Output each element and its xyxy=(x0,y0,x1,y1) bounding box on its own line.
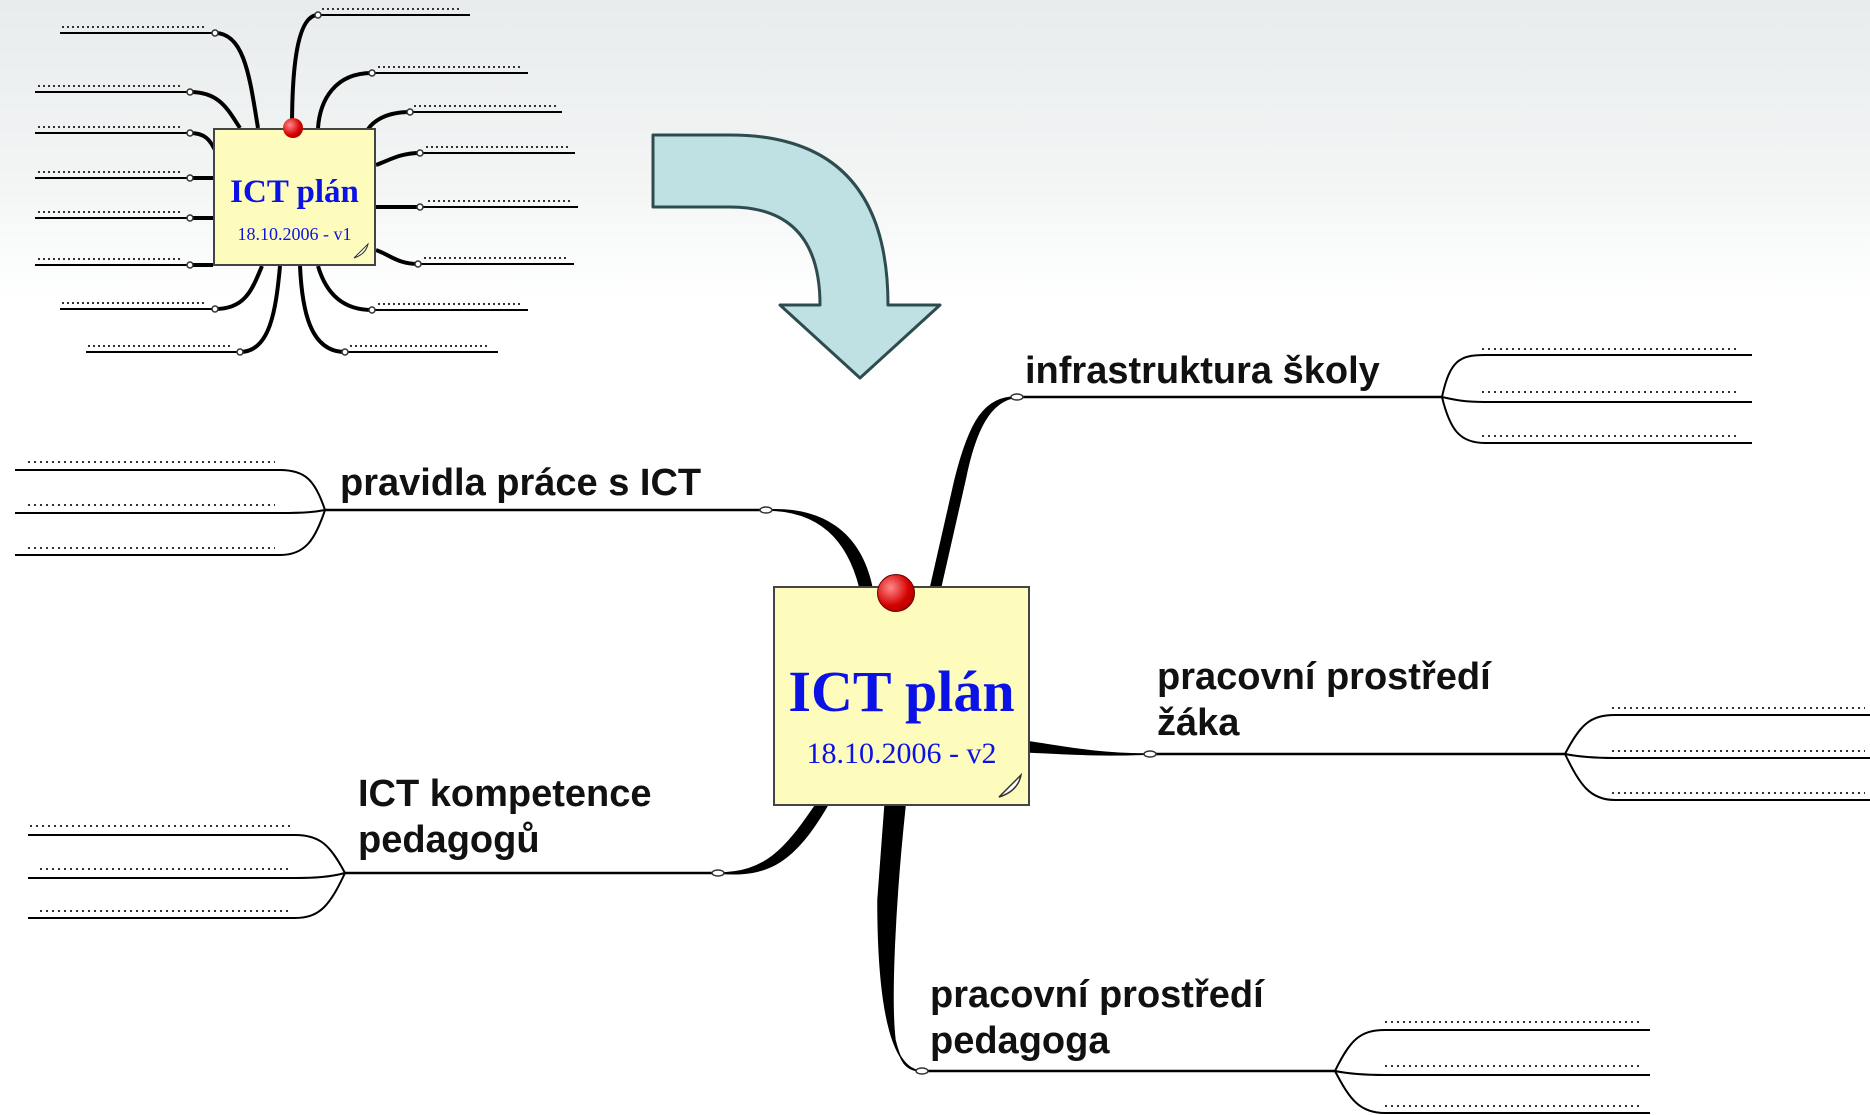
pushpin-icon xyxy=(877,574,915,612)
old-plan-title: ICT plán xyxy=(230,174,359,210)
branch-label-competence-line1: ICT kompetence xyxy=(358,773,652,815)
old-plan-date: 18.10.2006 - v1 xyxy=(237,224,352,244)
page-curl-icon xyxy=(353,242,369,259)
subbranches-competence xyxy=(28,834,346,919)
subbranches-infrastructure xyxy=(1441,354,1752,444)
subbranches-student-env xyxy=(1564,714,1870,801)
branch-label-infrastructure: infrastruktura školy xyxy=(1025,350,1380,392)
big-mind-map xyxy=(15,348,1870,1114)
small-mind-map xyxy=(35,8,578,356)
old-plan-note: ICT plán 18.10.2006 - v1 xyxy=(213,128,376,266)
branch-label-student-env: pracovní prostředí žáka xyxy=(1157,654,1491,746)
new-plan-title: ICT plán xyxy=(788,659,1015,724)
transition-arrow xyxy=(651,133,942,380)
subbranches-rules xyxy=(15,469,326,556)
page-curl-icon xyxy=(998,772,1023,798)
branch-label-teacher-env: pracovní prostředí pedagoga xyxy=(930,972,1264,1064)
branch-label-student-env-line2: žáka xyxy=(1157,702,1240,744)
pushpin-icon xyxy=(283,118,303,138)
branch-label-competence: ICT kompetence pedagogů xyxy=(358,771,652,863)
branch-label-teacher-env-line2: pedagoga xyxy=(930,1020,1110,1062)
branch-label-teacher-env-line1: pracovní prostředí xyxy=(930,974,1264,1016)
subbranches-teacher-env xyxy=(1334,1029,1650,1114)
branch-label-student-env-line1: pracovní prostředí xyxy=(1157,656,1491,698)
new-plan-date: 18.10.2006 - v2 xyxy=(806,737,997,770)
branch-label-rules: pravidla práce s ICT xyxy=(340,462,702,504)
branch-label-competence-line2: pedagogů xyxy=(358,819,540,861)
new-plan-note: ICT plán 18.10.2006 - v2 xyxy=(773,586,1030,806)
